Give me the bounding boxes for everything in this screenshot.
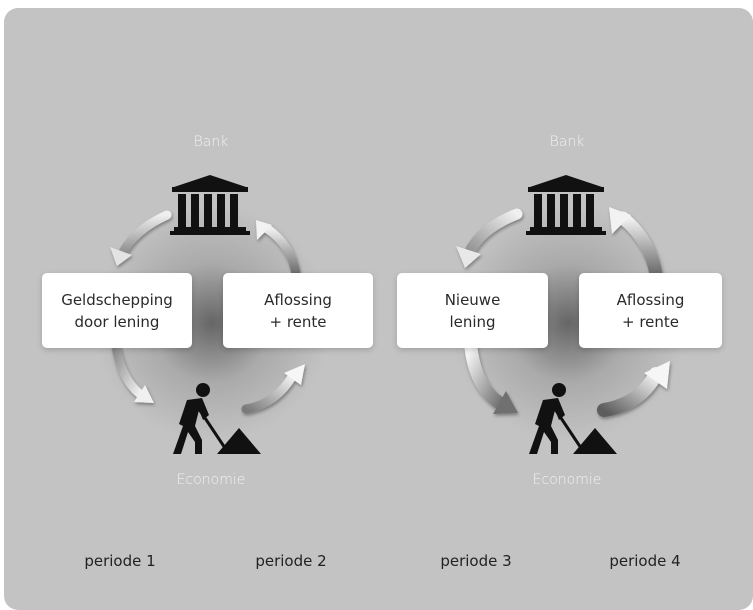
- right-new-loan-box: Nieuwe lening: [397, 273, 548, 348]
- left-arrow-bank-to-box: [110, 210, 172, 266]
- right-economy-label: Economie: [532, 472, 602, 488]
- right-bank-label: Bank: [549, 134, 585, 150]
- period-4-label: periode 4: [609, 552, 681, 570]
- period-1-label: periode 1: [84, 552, 156, 570]
- left-economy-label: Economie: [176, 472, 246, 488]
- left-bank-label: Bank: [193, 134, 229, 150]
- bank-icon: [526, 175, 606, 235]
- bank-icon: [170, 175, 250, 235]
- right-arrow-economy-to-box: [597, 361, 670, 417]
- left-arrow-economy-to-box: [241, 364, 305, 414]
- worker-digging-icon: [529, 383, 617, 454]
- left-arrow-box-to-economy: [111, 341, 154, 403]
- left-repayment-box: Aflossing + rente: [223, 273, 373, 348]
- diagram-graphics: [110, 175, 670, 454]
- right-arrow-bank-to-box: [456, 208, 523, 268]
- right-arrow-box-to-bank: [609, 207, 663, 281]
- right-repayment-box: Aflossing + rente: [579, 273, 722, 348]
- period-2-label: periode 2: [255, 552, 327, 570]
- left-loan-box: Geldschepping door lening: [42, 273, 192, 348]
- right-repayment-box-text: Aflossing + rente: [616, 290, 685, 331]
- left-repayment-box-text: Aflossing + rente: [264, 290, 332, 331]
- worker-digging-icon: [173, 383, 261, 454]
- diagram-panel: Bank Economie Geldschepping door lening …: [4, 8, 753, 610]
- left-loan-box-text: Geldschepping door lening: [61, 290, 173, 331]
- right-arrow-box-to-economy: [464, 341, 518, 414]
- period-3-label: periode 3: [440, 552, 512, 570]
- left-arrow-box-to-bank: [256, 220, 301, 279]
- right-new-loan-box-text: Nieuwe lening: [444, 290, 501, 331]
